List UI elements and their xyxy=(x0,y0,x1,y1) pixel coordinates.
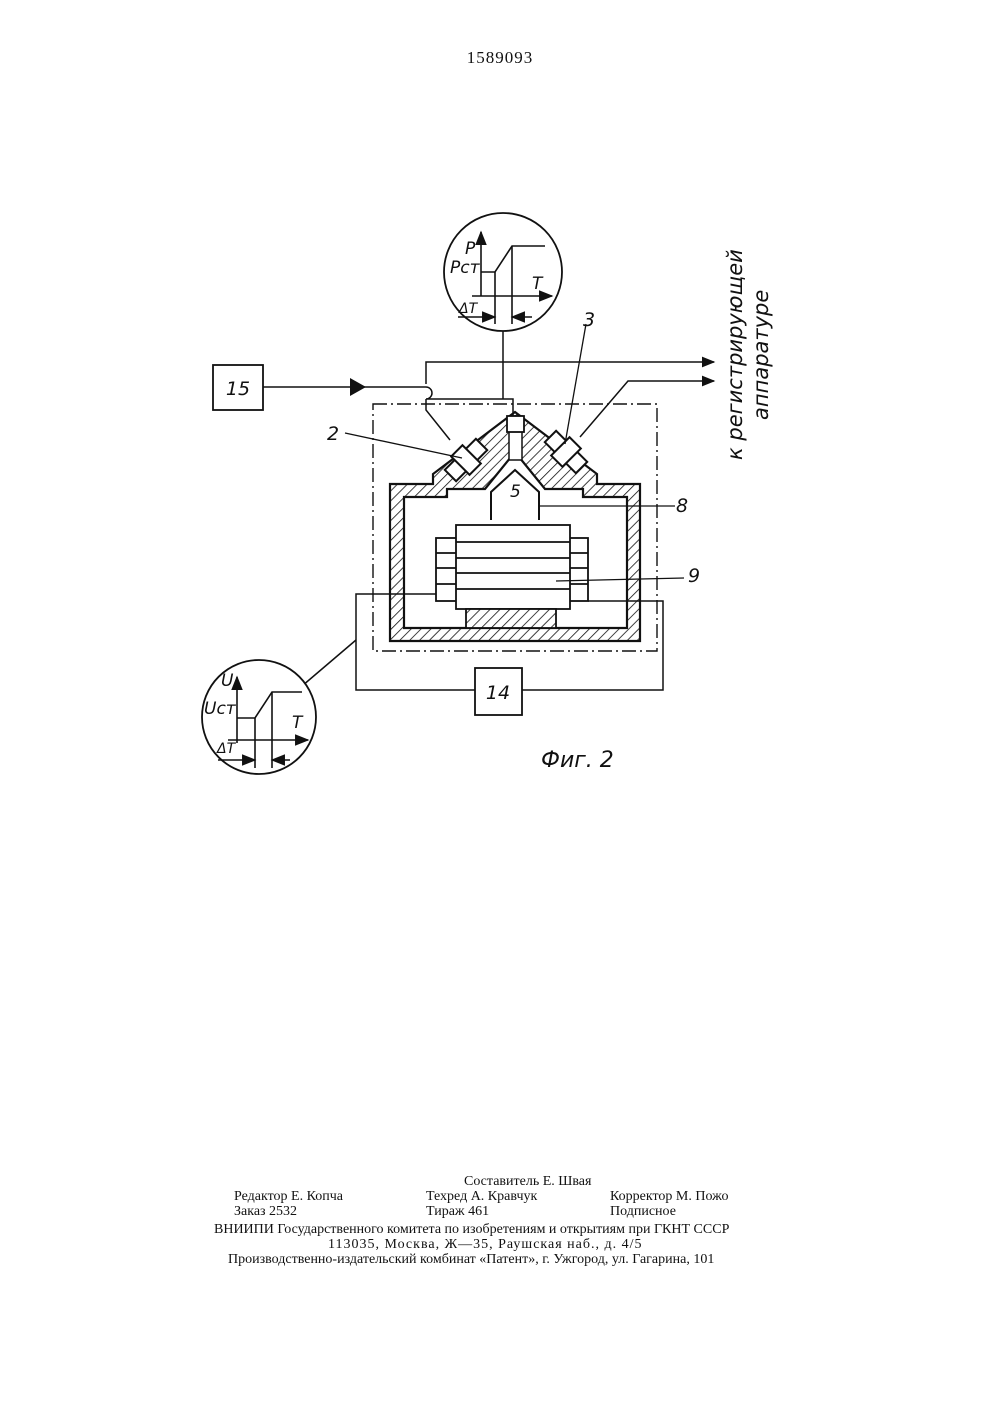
pressure-axis-label: P xyxy=(465,239,476,259)
footer-circulation: Тираж 461 xyxy=(426,1204,489,1220)
pressure-level-label: Pст xyxy=(450,258,481,278)
piezo-stack xyxy=(436,525,588,609)
voltage-level-label: Uст xyxy=(204,699,237,719)
pressure-graph: P Pст T ΔT xyxy=(444,213,562,399)
piezo-base xyxy=(466,609,556,628)
pressure-time-label: T xyxy=(532,274,544,294)
footer-printer-line: Производственно-издательский комбинат «П… xyxy=(228,1252,714,1268)
side-label-line2: аппаратуре xyxy=(749,290,773,420)
voltage-graph: U Uст T ΔT xyxy=(202,640,356,774)
footer-techred: Техред А. Кравчук xyxy=(426,1189,537,1205)
triangle-arrow xyxy=(350,378,366,396)
voltage-interval-label: ΔT xyxy=(216,741,237,757)
label-8: 8 xyxy=(676,495,688,517)
label-9: 9 xyxy=(688,565,700,587)
footer-org-line: ВНИИПИ Государственного комитета по изоб… xyxy=(214,1222,729,1238)
voltage-time-label: T xyxy=(292,713,304,733)
sync-line xyxy=(263,387,513,416)
footer-address-line: 113035, Москва, Ж—35, Раушская наб., д. … xyxy=(328,1237,643,1253)
pressure-sensor xyxy=(507,416,524,432)
footer-corrector: Корректор М. Пожо xyxy=(610,1189,728,1205)
side-label: к регистрирующей аппаратуре xyxy=(723,249,773,460)
footer-subscription: Подписное xyxy=(610,1204,676,1220)
block-15-label: 15 xyxy=(226,378,250,400)
footer-order: Заказ 2532 xyxy=(234,1204,297,1220)
label-2: 2 xyxy=(327,423,339,445)
figure-caption: Фиг. 2 xyxy=(541,748,614,773)
output-lines xyxy=(426,362,714,440)
footer-editor: Редактор Е. Копча xyxy=(234,1189,343,1205)
label-3: 3 xyxy=(583,309,595,331)
side-label-line1: к регистрирующей xyxy=(723,249,747,460)
footer-compiler: Составитель Е. Швая xyxy=(464,1174,591,1190)
label-5: 5 xyxy=(510,482,521,502)
voltage-axis-label: U xyxy=(221,671,234,691)
pressure-interval-label: ΔT xyxy=(458,301,479,317)
block-14-label: 14 xyxy=(486,682,510,704)
